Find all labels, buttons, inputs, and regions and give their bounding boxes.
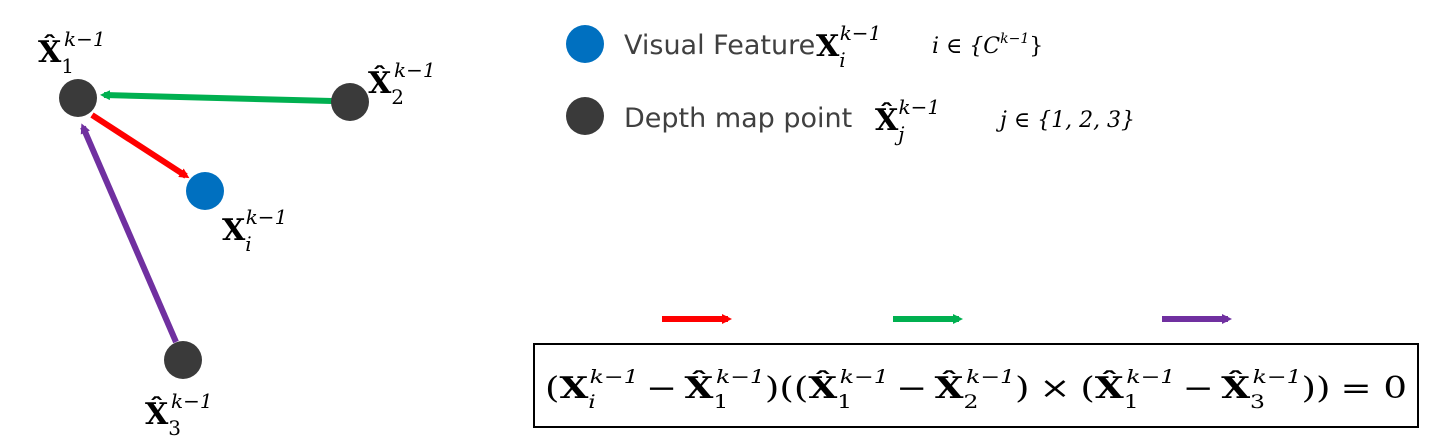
legend-depth-point-dot xyxy=(566,97,604,135)
legend-visual-feature-symbol: Xik−1 xyxy=(816,21,881,72)
depth-point-2 xyxy=(331,83,369,121)
legend-visual-feature-label: Visual Feature xyxy=(624,30,815,61)
green-arrow xyxy=(100,90,333,104)
label-point-3: X̂3k−1 xyxy=(145,389,213,440)
purple-arrow xyxy=(80,123,179,344)
legend: Visual Feature Xik−1 i ∈ {Ck−1} Depth ma… xyxy=(566,21,1135,146)
label-point-2: X̂2k−1 xyxy=(368,58,436,109)
visual-feature-point xyxy=(186,172,224,210)
legend-depth-point-set: j ∈ {1, 2, 3} xyxy=(995,108,1135,133)
label-point-1: X̂1k−1 xyxy=(38,27,106,78)
depth-point-3 xyxy=(164,341,202,379)
red-arrow xyxy=(90,112,190,179)
legend-depth-point-symbol: X̂jk−1 xyxy=(875,95,940,146)
legend-depth-point-label: Depth map point xyxy=(624,103,852,134)
legend-visual-feature-dot xyxy=(566,25,604,63)
legend-visual-feature-set: i ∈ {Ck−1} xyxy=(932,31,1043,59)
label-visual-feature: Xik−1 xyxy=(222,205,287,256)
equation-box xyxy=(533,343,1419,428)
depth-point-1 xyxy=(59,79,97,117)
